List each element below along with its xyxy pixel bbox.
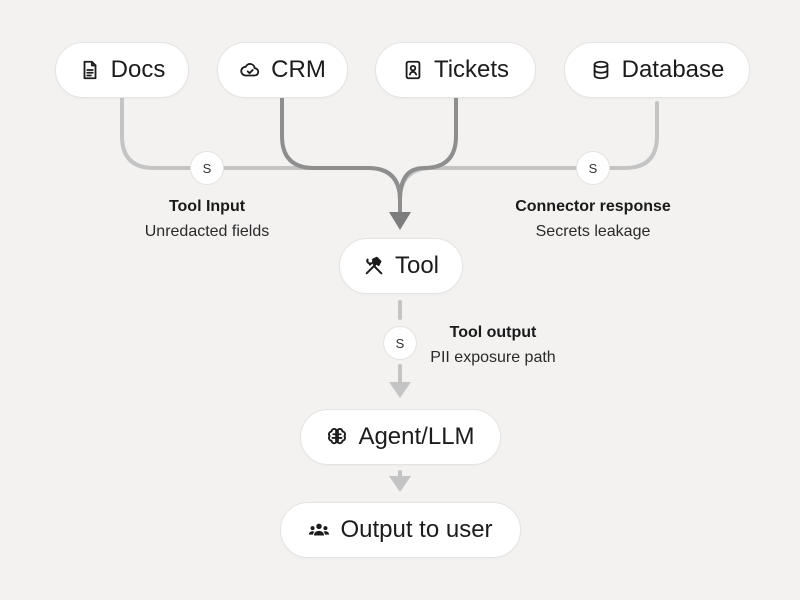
annotation-tool-output-title: Tool output	[449, 324, 537, 341]
connector-tickets	[398, 96, 458, 216]
source-tickets-node: Tickets	[375, 42, 536, 98]
badge-icon	[402, 59, 424, 81]
source-crm-node: CRM	[217, 42, 348, 98]
annotation-connector-response-title: Connector response	[515, 198, 671, 215]
tool-label: Tool	[394, 252, 440, 279]
source-database-label: Database	[621, 56, 725, 83]
output-node: Output to user	[280, 502, 521, 558]
database-icon	[590, 59, 612, 81]
annotation-tool-output-subtitle: PII exposure path	[430, 349, 556, 366]
cloud-icon	[239, 59, 261, 81]
document-icon	[79, 59, 101, 81]
annotation-tool-output: Tool output PII exposure path	[413, 320, 573, 370]
source-database-node: Database	[564, 42, 750, 98]
sanitizer-badge-connector: S	[576, 151, 610, 185]
users-icon	[308, 519, 330, 541]
connector-docs	[120, 96, 192, 170]
arrowhead-into-output	[389, 476, 411, 492]
source-docs-node: Docs	[55, 42, 189, 98]
annotation-connector-response-subtitle: Secrets leakage	[535, 223, 651, 240]
connector-database	[608, 101, 659, 170]
tool-node: Tool	[339, 238, 463, 294]
agent-node: Agent/LLM	[300, 409, 501, 465]
output-label: Output to user	[340, 516, 493, 543]
brain-icon	[326, 426, 348, 448]
connector-crm	[280, 96, 402, 216]
annotation-connector-response: Connector response Secrets leakage	[483, 194, 703, 244]
annotation-tool-input-title: Tool Input	[168, 198, 246, 215]
source-tickets-label: Tickets	[433, 56, 510, 83]
source-crm-label: CRM	[271, 56, 326, 83]
annotation-tool-input: Tool Input Unredacted fields	[107, 194, 307, 244]
hammer-wrench-icon	[363, 255, 385, 277]
source-docs-label: Docs	[110, 56, 166, 83]
agent-label: Agent/LLM	[358, 423, 475, 450]
arrowhead-into-agent	[389, 382, 411, 398]
sanitizer-badge-input: S	[190, 151, 224, 185]
arrowhead-into-tool	[389, 212, 411, 230]
annotation-tool-input-subtitle: Unredacted fields	[144, 223, 270, 240]
sanitizer-badge-output: S	[383, 326, 417, 360]
